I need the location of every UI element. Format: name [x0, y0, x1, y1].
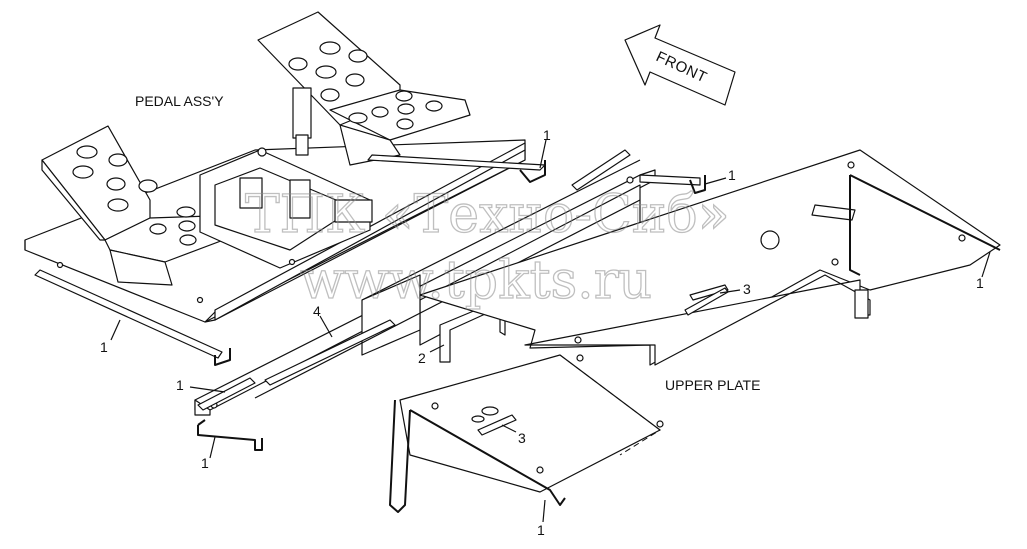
callout-3: 3: [518, 430, 526, 446]
left-pedal: [41, 125, 251, 286]
callout-3: 3: [743, 281, 751, 297]
callout-1: 1: [537, 522, 545, 538]
callout-2: 2: [418, 350, 426, 366]
rod-1-left: [34, 269, 231, 366]
pedal-assy-label: PEDAL ASS'Y: [135, 93, 224, 109]
upper-plate-label: UPPER PLATE: [665, 377, 760, 393]
callout-1: 1: [176, 377, 184, 393]
spacer-bars: [197, 149, 706, 411]
watermark-line-2: www.tpkts.ru: [300, 251, 652, 311]
callouts: 1 1 1 1 1 1 1 2 3 3 4: [100, 127, 991, 538]
upper-plate: [419, 149, 1001, 366]
bottom-tray: [389, 354, 664, 513]
callout-1: 1: [543, 127, 551, 143]
callout-1: 1: [100, 339, 108, 355]
watermark-line-1: ТПК «Техно-Сиб»: [245, 185, 730, 245]
callout-1: 1: [201, 455, 209, 471]
front-arrow: FRONT: [624, 24, 736, 106]
watermark: ТПК «Техно-Сиб» www.tpkts.ru: [244, 184, 730, 311]
right-pedal: [257, 11, 471, 166]
callout-4: 4: [313, 303, 321, 319]
callout-1: 1: [976, 275, 984, 291]
pedal-linkage: [199, 147, 373, 269]
clip-bottom-left: [197, 419, 263, 451]
callout-1: 1: [728, 167, 736, 183]
rod-1-rear: [367, 154, 546, 183]
